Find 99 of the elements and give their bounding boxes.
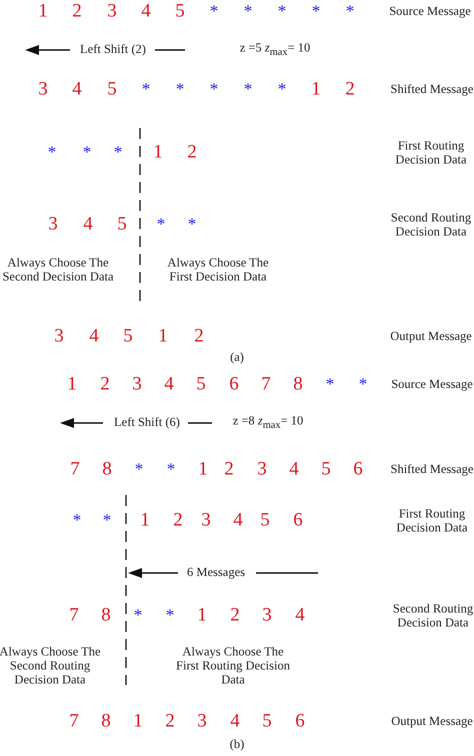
- number: 8: [101, 712, 111, 732]
- asterisk: *: [156, 216, 166, 234]
- row-caption: First Routing Decision Data: [394, 139, 468, 167]
- asterisk: *: [166, 460, 176, 480]
- number: 1: [311, 80, 321, 100]
- number: 1: [158, 326, 168, 348]
- number: 4: [295, 606, 305, 626]
- number: 3: [38, 80, 48, 100]
- number: 6: [353, 460, 363, 480]
- number: 4: [233, 510, 243, 532]
- number: 8: [293, 374, 303, 396]
- number: 5: [107, 80, 117, 100]
- annotation-text: (b): [230, 738, 244, 752]
- number: 1: [197, 606, 207, 626]
- asterisk: *: [326, 376, 334, 394]
- number: 3: [132, 374, 142, 396]
- asterisk: *: [114, 144, 122, 162]
- number: 4: [230, 712, 240, 732]
- number: 6: [295, 712, 305, 732]
- row-caption: Always Choose The Second Decision Data: [1, 256, 115, 284]
- number: 3: [54, 326, 64, 348]
- row-caption: Output Message: [389, 330, 473, 344]
- annotation-text: Left Shift (2): [80, 43, 146, 57]
- row-caption: Second Routing Decision Data: [392, 602, 474, 630]
- number: 4: [289, 460, 299, 480]
- number: 3: [48, 214, 58, 236]
- number: 3: [201, 510, 211, 532]
- row-caption: Source Message: [390, 378, 474, 392]
- number: 7: [70, 460, 80, 480]
- number: 2: [194, 326, 204, 348]
- asterisk: *: [142, 80, 150, 100]
- asterisk: *: [210, 2, 218, 22]
- number: 6: [229, 374, 239, 396]
- number: 2: [224, 460, 234, 480]
- asterisk: *: [166, 606, 174, 626]
- annotation-text: z =8 z$_{max}$= 10: [232, 414, 304, 432]
- number: 7: [261, 374, 271, 396]
- asterisk: *: [134, 606, 142, 626]
- asterisk: *: [278, 2, 286, 22]
- asterisk: *: [48, 144, 56, 162]
- number: 3: [257, 460, 267, 480]
- annotation-text: 6 Messages: [187, 566, 245, 580]
- asterisk: *: [278, 80, 286, 100]
- number: 8: [101, 606, 111, 626]
- number: 7: [69, 606, 79, 626]
- number: 1: [153, 142, 163, 164]
- number: 6: [293, 510, 303, 532]
- row-caption: Shifted Message: [390, 463, 474, 477]
- annotation-text: z =5 z$_{max}$= 10: [240, 42, 310, 58]
- number: 5: [117, 214, 127, 236]
- annotation-text: Left Shift (6): [114, 416, 180, 430]
- number: 1: [133, 712, 143, 732]
- number: 2: [230, 606, 240, 626]
- number: 2: [173, 510, 183, 532]
- number: 5: [175, 2, 185, 22]
- asterisk: *: [82, 144, 92, 162]
- number: 7: [69, 712, 79, 732]
- asterisk: *: [346, 2, 354, 22]
- number: 3: [107, 2, 117, 22]
- number: 1: [140, 510, 150, 532]
- asterisk: *: [102, 512, 112, 530]
- number: 8: [102, 460, 112, 480]
- number: 5: [262, 712, 272, 732]
- asterisk: *: [244, 80, 252, 100]
- number: 2: [165, 712, 175, 732]
- number: 4: [141, 2, 151, 22]
- row-caption: Always Choose The First Decision Data: [166, 256, 270, 284]
- annotation-text: (a): [230, 351, 244, 365]
- asterisk: *: [176, 80, 184, 100]
- number: 4: [83, 214, 93, 236]
- row-caption: Second Routing Decision Data: [390, 211, 472, 239]
- number: 1: [38, 2, 48, 22]
- number: 2: [187, 142, 197, 164]
- number: 3: [262, 606, 272, 626]
- row-caption: Source Message: [388, 5, 472, 19]
- number: 1: [67, 374, 77, 396]
- row-caption: First Routing Decision Data: [395, 507, 469, 535]
- number: 4: [72, 80, 82, 100]
- asterisk: *: [72, 512, 82, 530]
- row-caption: Always Choose The First Routing Decision Data: [176, 645, 290, 687]
- number: 2: [345, 80, 355, 100]
- row-caption: Output Message: [390, 715, 474, 729]
- number: 3: [197, 712, 207, 732]
- number: 4: [89, 326, 99, 348]
- asterisk: *: [312, 2, 320, 22]
- asterisk: *: [244, 2, 252, 22]
- row-caption: Shifted Message: [390, 83, 474, 97]
- asterisk: *: [188, 216, 196, 234]
- asterisk: *: [134, 460, 144, 480]
- number: 2: [72, 2, 82, 22]
- number: 5: [260, 510, 270, 532]
- number: 4: [164, 374, 174, 396]
- asterisk: *: [358, 376, 368, 394]
- number: 5: [123, 326, 133, 348]
- number: 5: [321, 460, 331, 480]
- asterisk: *: [210, 80, 218, 100]
- number: 1: [198, 460, 208, 480]
- number: 5: [196, 374, 206, 396]
- number: 2: [100, 374, 110, 396]
